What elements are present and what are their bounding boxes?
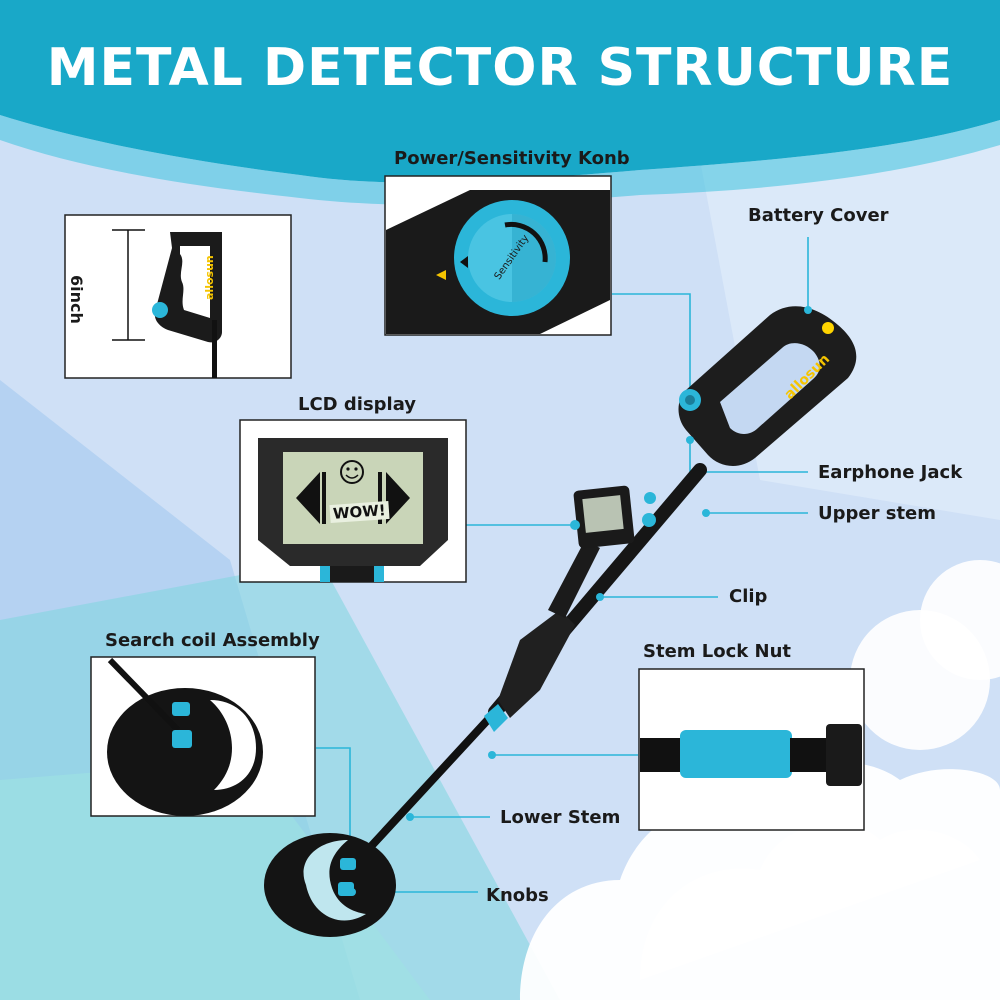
leader-lines bbox=[316, 237, 809, 893]
label-earphone-jack: Earphone Jack bbox=[818, 462, 963, 483]
coil-inset bbox=[90, 656, 316, 817]
handle-inset: allosun bbox=[64, 214, 292, 379]
lock-nut-icon bbox=[680, 730, 792, 778]
coil-inset-knob-icon bbox=[172, 730, 192, 748]
label-upper-stem: Upper stem bbox=[818, 503, 937, 524]
label-knobs: Knobs bbox=[486, 885, 549, 906]
label-search-coil: Search coil Assembly bbox=[105, 630, 320, 651]
label-power-knob: Power/Sensitivity Konb bbox=[394, 148, 630, 169]
stem-lock-nut bbox=[484, 704, 508, 732]
metal-detector: allosun bbox=[264, 306, 857, 937]
header-band bbox=[0, 0, 1000, 183]
inset-knob-icon bbox=[152, 302, 168, 318]
lcd-inset bbox=[239, 419, 467, 583]
clip bbox=[548, 540, 600, 618]
label-lcd-display: LCD display bbox=[298, 394, 417, 415]
coil-knob-upper bbox=[340, 858, 356, 870]
triangle-pointer-icon bbox=[436, 270, 446, 280]
dimension-label: 6inch bbox=[67, 275, 86, 324]
label-battery-cover: Battery Cover bbox=[748, 205, 889, 226]
page-title: METAL DETECTOR STRUCTURE bbox=[46, 38, 954, 98]
label-stem-lock-nut: Stem Lock Nut bbox=[643, 641, 792, 662]
smiley-face-icon bbox=[340, 460, 364, 484]
label-clip: Clip bbox=[729, 586, 768, 607]
svg-text:allosun: allosun bbox=[203, 255, 216, 300]
label-lower-stem: Lower Stem bbox=[500, 807, 621, 828]
lock-nut-inset bbox=[638, 668, 865, 831]
battery-cover-indicator bbox=[822, 322, 834, 334]
knob-inset bbox=[384, 175, 612, 336]
